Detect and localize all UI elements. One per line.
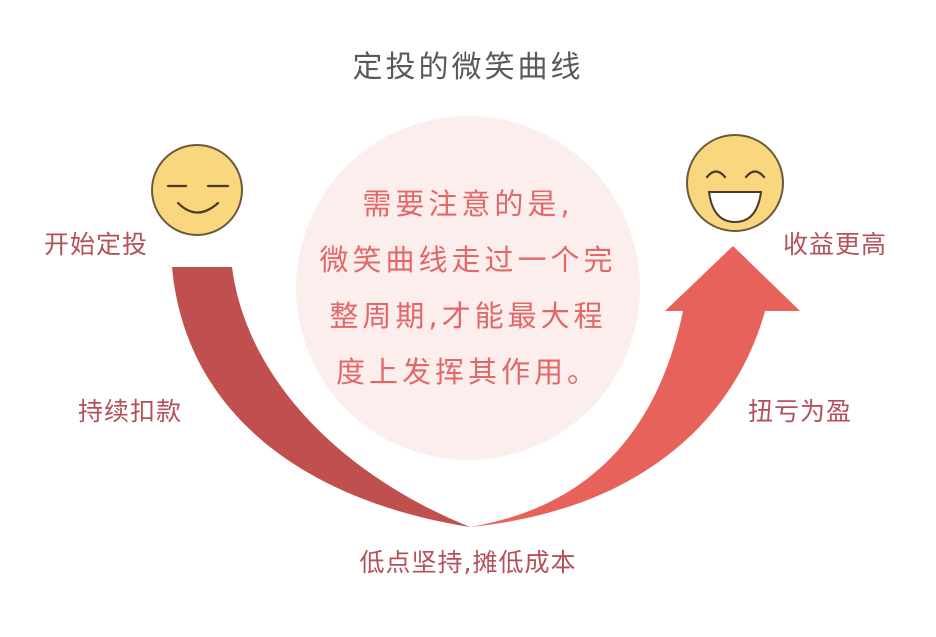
label-higher-return: 收益更高 [782, 230, 888, 259]
label-start-investing: 开始定投 [43, 230, 149, 259]
page-title: 定投的微笑曲线 [352, 50, 584, 85]
note-line: 度上发挥其作用。 [335, 355, 600, 389]
content-smiley-face-icon [151, 144, 243, 236]
label-bottom: 低点坚持,摊低成本 [359, 548, 577, 577]
curved-up-arrow-icon [470, 246, 800, 527]
note-line: 整周期,才能最大程 [329, 299, 607, 333]
note-line: 微笑曲线走过一个完 [319, 243, 617, 277]
note-text: 需要注意的是, 微笑曲线走过一个完 整周期,才能最大程 度上发挥其作用。 [290, 176, 646, 400]
descending-band [172, 267, 470, 527]
note-line: 需要注意的是, [362, 187, 574, 221]
laughing-face-icon [686, 134, 784, 232]
label-turn-profit: 扭亏为盈 [747, 397, 853, 426]
label-continuous-deduction: 持续扣款 [77, 397, 183, 426]
note-background-circle [296, 116, 640, 460]
